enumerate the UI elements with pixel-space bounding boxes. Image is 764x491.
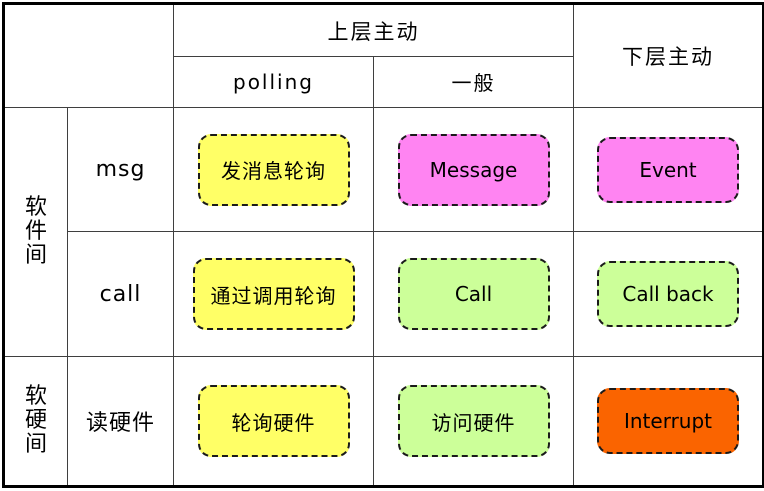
cell-msg-general: Message [373,106,574,233]
row-label-read-hardware: 读硬件 [67,356,174,487]
cell-hw-polling: 轮询硬件 [173,356,374,487]
row-group-label-software-hardware-text: 软 硬 间 [24,384,47,457]
row-label-msg: msg [67,106,174,233]
cell-msg-lower: Event [573,106,764,233]
cell-call-polling: 通过调用轮询 [173,231,374,358]
header-sub-polling: polling [173,56,374,108]
chip-event[interactable]: Event [597,136,739,203]
cell-msg-polling: 发消息轮询 [173,106,374,233]
table-row-hardware: 软 硬 间 读硬件 轮询硬件 访问硬件 Interrupt [3,356,764,487]
row-group-label-software-text: 软 件 间 [24,195,47,268]
chip-message[interactable]: Message [397,133,550,206]
chip-call-back[interactable]: Call back [597,261,739,328]
chip-interrupt[interactable]: Interrupt [597,388,739,455]
chip-poll-hardware[interactable]: 轮询硬件 [197,385,350,458]
corner-stub-cell [3,3,174,108]
header-lower-active: 下层主动 [573,3,764,108]
header-row-subcolumns: polling 一般 [4,56,764,108]
chip-access-hardware[interactable]: 访问硬件 [397,385,550,458]
cell-hw-lower: Interrupt [573,356,764,487]
table-row-call: call 通过调用轮询 Call Call back [4,231,764,358]
cell-hw-general: 访问硬件 [373,356,574,487]
header-sub-general: 一般 [373,56,574,108]
chip-call[interactable]: Call [397,258,550,331]
header-upper-active: 上层主动 [173,2,574,58]
header-row-groups: 上层主动 下层主动 [3,2,764,108]
row-group-label-software: 软 件 间 [3,106,68,358]
cell-call-general: Call [373,231,574,358]
row-group-label-software-hardware: 软 硬 间 [3,356,68,487]
row-label-call: call [67,231,174,358]
chip-polling-via-call[interactable]: 通过调用轮询 [192,258,355,331]
table-row-msg: 软 件 间 msg 发消息轮询 Message Event [3,106,764,358]
cell-call-lower: Call back [573,231,764,358]
chip-send-message-polling[interactable]: 发消息轮询 [197,133,350,206]
